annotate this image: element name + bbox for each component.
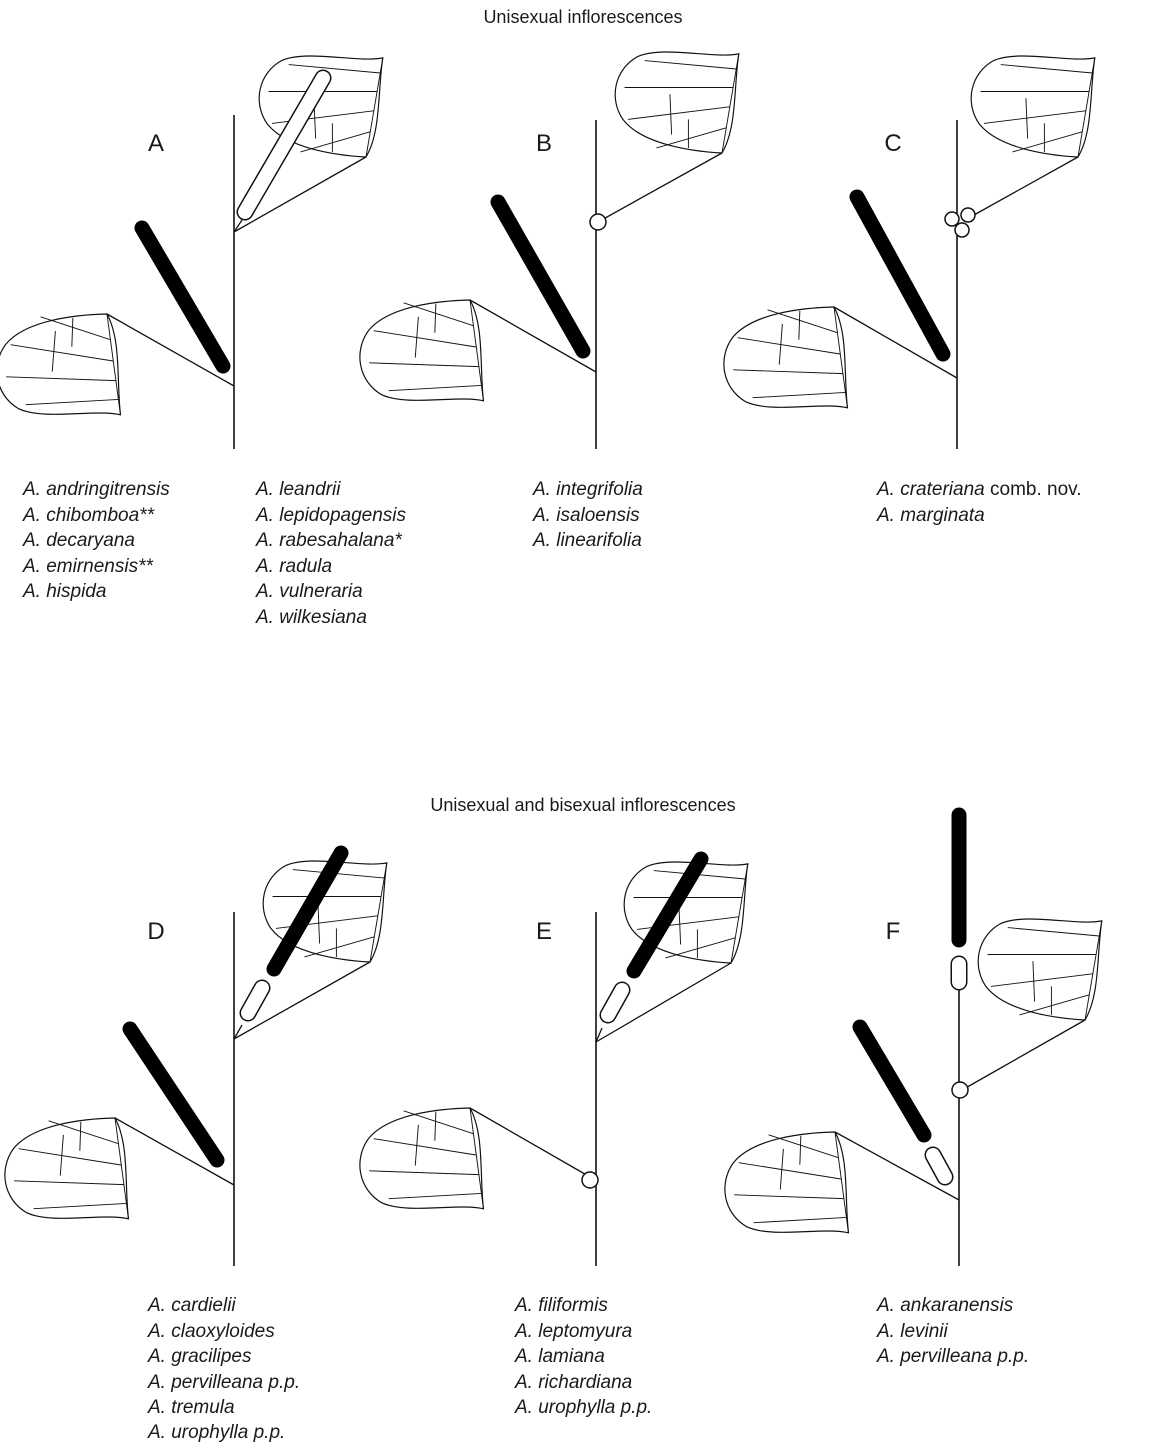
species-name: A. urophylla p.p. — [514, 1397, 652, 1418]
female-flower — [955, 223, 969, 237]
species-name: A. andringitrensis — [22, 479, 170, 500]
male-spike — [498, 202, 583, 351]
male-spike — [857, 197, 943, 354]
panel-f: F — [723, 815, 1101, 1266]
species-list-a-col2: A. leandrii A. lepidopagensis A. rabesah… — [255, 479, 406, 628]
species-list-d: A. cardielii A. claoxyloides A. gracilip… — [147, 1295, 300, 1443]
species-name: A. leandrii — [255, 479, 341, 500]
species-name: A. ankaranensis — [876, 1295, 1014, 1316]
species-name: A. wilkesiana — [255, 607, 367, 628]
species-name: A. urophylla p.p. — [147, 1422, 285, 1443]
species-name: A. vulneraria — [255, 581, 363, 602]
species-name: A. pervilleana p.p. — [147, 1372, 300, 1393]
panel-d: D — [3, 853, 386, 1266]
panel-letter-c: C — [884, 130, 901, 157]
male-spike — [130, 1029, 217, 1160]
species-name: A. crateriana comb. nov. — [876, 479, 1082, 500]
female-flower — [961, 208, 975, 222]
female-flower — [590, 214, 606, 230]
panel-letter-d: D — [147, 918, 164, 945]
panel-e: E — [358, 859, 747, 1266]
panel-c: C — [722, 56, 1094, 449]
bisexual-male-part — [860, 1027, 924, 1135]
species-name: A. pervilleana p.p. — [876, 1346, 1029, 1367]
species-name: A. marginata — [876, 505, 985, 526]
panel-b: B — [358, 52, 738, 449]
panel-letter-a: A — [148, 130, 164, 157]
species-name: A. isaloensis — [532, 505, 640, 526]
species-name: A. rabesahalana* — [255, 530, 402, 551]
species-list-c: A. crateriana comb. nov. A. marginata — [876, 479, 1082, 526]
species-list-b: A. integrifolia A. isaloensis A. lineari… — [532, 479, 643, 551]
species-name: A. integrifolia — [532, 479, 643, 500]
species-name: A. hispida — [22, 581, 106, 602]
leaf — [3, 1114, 132, 1221]
leaf — [971, 56, 1095, 157]
species-name: A. gracilipes — [147, 1346, 252, 1367]
panel-letter-f: F — [886, 918, 901, 945]
species-name: A. radula — [255, 556, 332, 577]
section-heading-unisexual: Unisexual inflorescences — [483, 7, 682, 27]
species-name: A. leptomyura — [514, 1321, 632, 1342]
leaf — [0, 310, 124, 417]
species-name: A. tremula — [147, 1397, 235, 1418]
male-spike — [142, 228, 223, 366]
species-name: A. emirnensis** — [22, 556, 153, 577]
species-name: A. levinii — [876, 1321, 949, 1342]
leaf — [615, 52, 739, 153]
species-name: A. chibomboa** — [22, 505, 155, 526]
species-name: A. lamiana — [514, 1346, 605, 1367]
section-heading-bisexual: Unisexual and bisexual inflorescences — [430, 795, 735, 815]
leaf — [723, 1128, 852, 1235]
species-name: A. decaryana — [22, 530, 135, 551]
species-list-a-col1: A. andringitrensis A. chibomboa** A. dec… — [22, 479, 170, 602]
leaf — [978, 919, 1102, 1020]
species-list-f: A. ankaranensis A. levinii A. pervillean… — [876, 1295, 1029, 1367]
female-flower — [945, 212, 959, 226]
panel-letter-e: E — [536, 918, 552, 945]
species-name: A. cardielii — [147, 1295, 236, 1316]
panel-letter-b: B — [536, 130, 552, 157]
leaf — [358, 296, 487, 403]
species-name: A. claoxyloides — [147, 1321, 275, 1342]
species-name: A. linearifolia — [532, 530, 642, 551]
species-list-e: A. filiformis A. leptomyura A. lamiana A… — [514, 1295, 652, 1418]
species-name: A. filiformis — [514, 1295, 608, 1316]
leaf — [722, 303, 851, 410]
leaf — [358, 1104, 487, 1211]
female-flower — [952, 1082, 968, 1098]
species-name: A. lepidopagensis — [255, 505, 406, 526]
panel-a: A — [0, 56, 383, 449]
female-flower — [582, 1172, 598, 1188]
species-name: A. richardiana — [514, 1372, 632, 1393]
